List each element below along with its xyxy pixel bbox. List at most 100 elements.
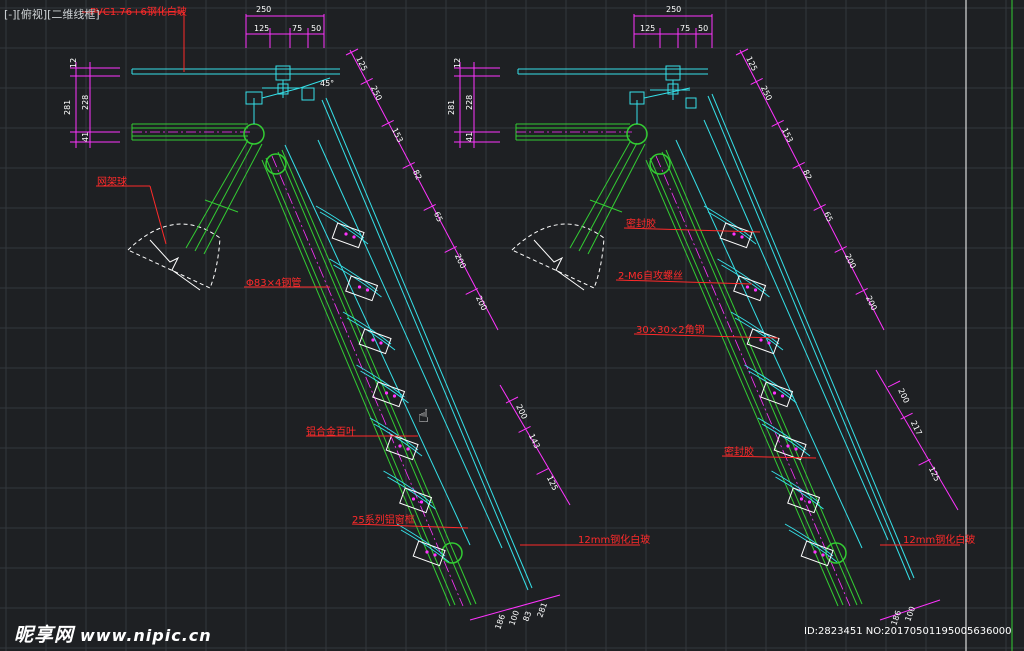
label-screw: 2-M6自攻螺丝 (618, 269, 683, 282)
dim-top-1: 125 (254, 24, 269, 33)
main-inclined-pipe (261, 149, 477, 607)
left-dimension-lines (70, 14, 571, 621)
right-dimension-lines (454, 14, 959, 621)
dim-top-total: 250 (256, 5, 271, 14)
bolt-icon (799, 497, 804, 501)
louver-bracket (412, 540, 446, 567)
top-connector-right (629, 87, 697, 124)
bolt-icon (357, 285, 362, 289)
cursor-hand-icon: ☝ (418, 406, 429, 427)
top-glass-pane-right (517, 65, 708, 100)
louver-blade (315, 205, 365, 239)
dim-left-1: 12 (69, 58, 78, 68)
louver-blade-edge (761, 423, 811, 457)
bolt-icon (392, 394, 397, 398)
louver-blade-edge (788, 529, 838, 563)
bolt-icon (807, 500, 812, 504)
bolt-icon (786, 444, 790, 448)
right-detail-drawing: 密封胶 2-M6自攻螺丝 30×30×2角钢 密封胶 12mm钢化白玻 250 … (447, 5, 975, 627)
dim-tick (381, 119, 394, 127)
louver-bracket (345, 275, 379, 302)
louver-blade (730, 311, 780, 345)
louver-bracket (787, 487, 821, 514)
dim-tick (834, 245, 847, 253)
louver-blade (383, 470, 432, 504)
louver-blade-edge (346, 317, 396, 351)
dim-left-2-right: 281 (447, 100, 456, 115)
louver-bracket (773, 434, 807, 461)
louver-bracket (746, 328, 780, 355)
louver-blade (369, 417, 419, 451)
bolt-icon (379, 341, 383, 345)
slope-dim-label: 250 (759, 84, 774, 102)
louver-bracket (385, 434, 419, 461)
watermark-image-id: ID:2823451 NO:20170501195005636000 (804, 626, 1012, 637)
louver-bracket (331, 222, 365, 249)
dim-top-1-right: 125 (640, 24, 655, 33)
bolt-icon (732, 232, 736, 236)
slope-dim-label: 153 (390, 126, 405, 144)
bolt-icon (411, 497, 416, 501)
bolt-icon (821, 553, 825, 557)
dim-top-3: 50 (311, 24, 321, 33)
node-ball-top-right (626, 123, 648, 145)
mesh-ball (127, 223, 221, 289)
slope-dim-label: 200 (896, 387, 911, 405)
slope-dim-label: 200 (864, 294, 879, 312)
bolt-icon (794, 447, 798, 451)
louver-blade (329, 258, 378, 292)
bolt-icon (352, 235, 356, 239)
right-leader-lines (615, 227, 960, 546)
louver-blade-edge (373, 423, 423, 457)
louver-blade-edge (775, 476, 824, 510)
bolt-icon (419, 500, 424, 504)
top-glass-pane (131, 65, 340, 98)
louver-blade-edge (400, 529, 450, 563)
louver-blade (717, 258, 766, 292)
louver-blade-edge (387, 476, 436, 510)
dim-left-1-right: 12 (453, 58, 462, 68)
node-ball-upper-right (649, 153, 671, 175)
dim-tick (750, 77, 763, 85)
horizontal-steel-pipe-right (515, 123, 630, 141)
bolt-icon (759, 338, 763, 342)
label-sealant-bottom: 密封胶 (724, 445, 754, 458)
bolt-icon (433, 553, 437, 557)
label-pvc-glass: PVC1.76+6钢化白玻 (90, 5, 187, 18)
louver-bracket (399, 487, 433, 514)
dim-tick (360, 77, 373, 85)
label-sealant-top: 密封胶 (626, 217, 656, 230)
bottom-dim-label: 83 (521, 610, 533, 623)
louver-blade (771, 470, 820, 504)
dim-tick (505, 396, 519, 404)
dim-tick (792, 161, 805, 169)
label-tempered-glass: 12mm钢化白玻 (578, 533, 650, 546)
dim-left-4-right: 41 (465, 132, 474, 142)
dim-tick (918, 458, 931, 466)
dim-tick (887, 380, 901, 388)
bolt-icon (772, 391, 777, 395)
dim-top-total-right: 250 (666, 5, 681, 14)
label-steel-pipe: Φ83×4钢管 (246, 276, 301, 289)
dim-tick (444, 245, 457, 253)
dim-top-3-right: 50 (698, 24, 708, 33)
slope-dim-label: 125 (354, 55, 369, 73)
horizontal-steel-pipe (131, 123, 248, 141)
bottom-dim-label: 281 (535, 601, 549, 618)
top-connector (245, 77, 331, 124)
slope-dim-label: 82 (411, 168, 424, 181)
node-ball-lower-right (825, 542, 847, 564)
bolt-icon (406, 447, 410, 451)
louver-blade-edge (333, 264, 382, 298)
louver-blade-edge (748, 370, 797, 404)
louver-blade-edge (734, 317, 784, 351)
inclined-glass-frame (284, 97, 533, 591)
louver-blade (784, 523, 834, 557)
bottom-dim-label: 100 (507, 609, 521, 626)
slope-dim-label: 200 (514, 403, 529, 421)
viewport-menu-label[interactable]: [-][俯视][二维线框] (4, 8, 100, 21)
bolt-icon (384, 391, 389, 395)
break-line (149, 239, 201, 291)
